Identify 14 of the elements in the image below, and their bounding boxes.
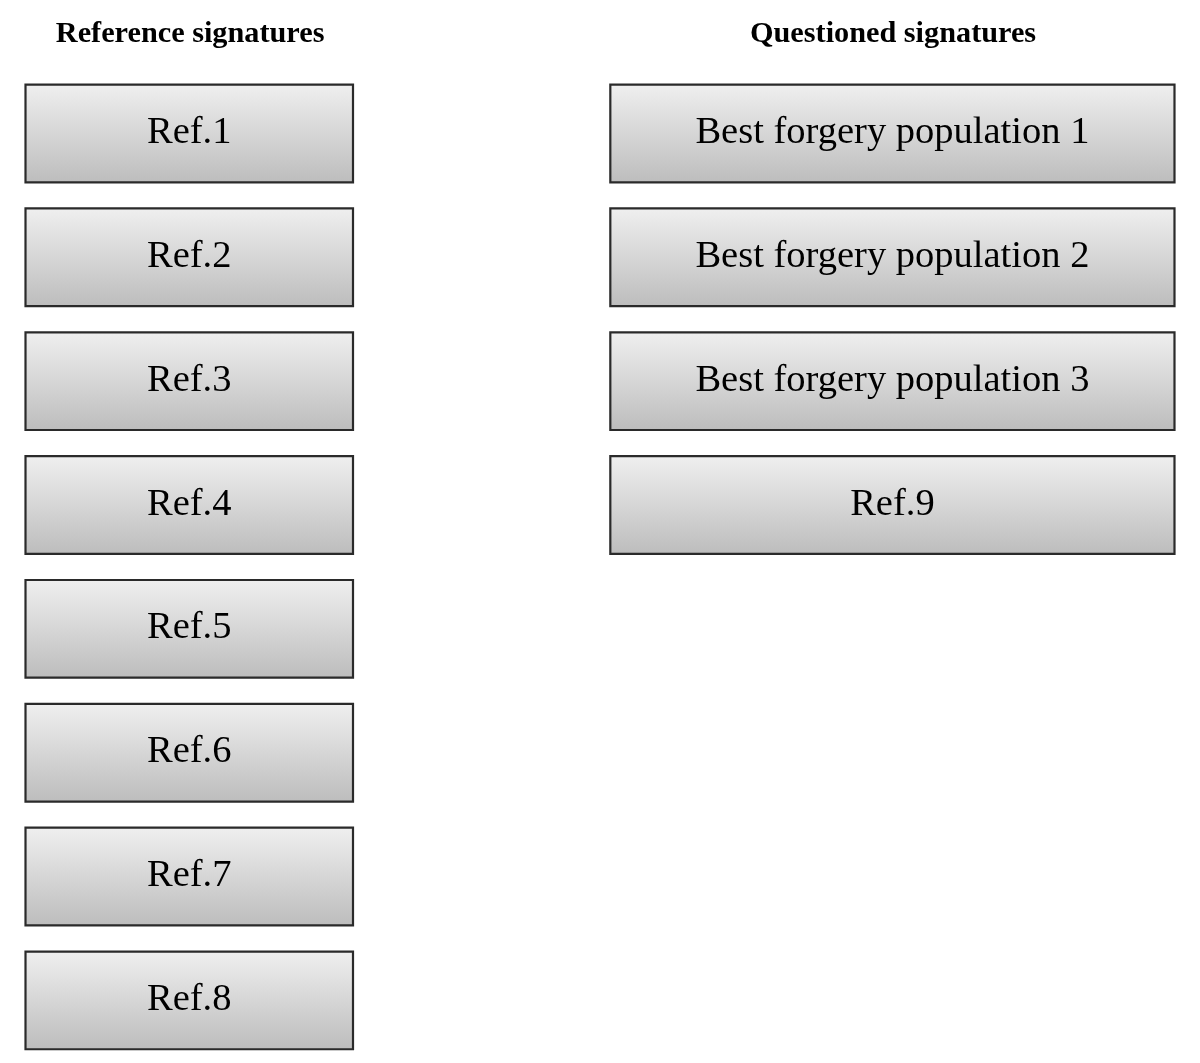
- node-box: Ref.5: [24, 578, 355, 679]
- node-box: Best forgery population 1: [609, 83, 1176, 184]
- node-box: Ref.7: [24, 826, 355, 927]
- label: Questioned signatures: [749, 15, 1037, 50]
- node-box: Best forgery population 2: [609, 207, 1176, 308]
- node-box: Ref.2: [24, 207, 355, 308]
- node-box: Ref.8: [24, 950, 355, 1051]
- node-box: Ref.1: [24, 83, 355, 184]
- node-box: Ref.9: [609, 455, 1176, 555]
- node-box: Best forgery population 3: [609, 331, 1176, 432]
- node-box: Ref.4: [24, 455, 355, 555]
- node-box: Ref.6: [24, 702, 355, 803]
- label: Reference signatures: [55, 15, 325, 50]
- node-box: Ref.3: [24, 331, 355, 432]
